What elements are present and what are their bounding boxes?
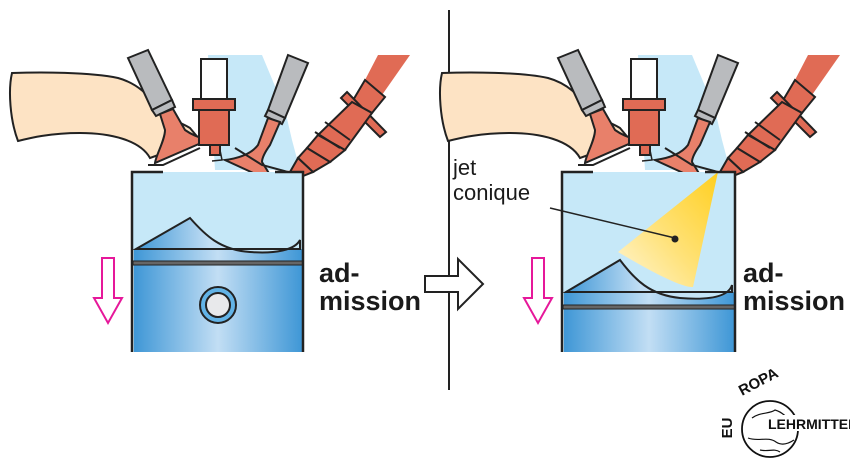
cylinder-head [439, 49, 841, 184]
stroke-label-line1: ad- [743, 258, 784, 288]
left-panel: ad- mission [9, 49, 421, 352]
annotation-dot [671, 235, 679, 243]
stroke-label-line1: ad- [319, 258, 360, 288]
down-arrow-icon [92, 257, 124, 326]
right-arrow-icon [424, 256, 485, 312]
stroke-label-line2: mission [743, 286, 845, 316]
fuel-jet-cone [618, 172, 718, 288]
cylinder-wall [560, 170, 737, 352]
down-arrow-icon [522, 257, 554, 326]
stroke-label-line2: mission [319, 286, 421, 316]
piston [562, 258, 736, 352]
annotation-leader-line [549, 207, 676, 239]
logo-top-text-vertical: EU [719, 418, 736, 439]
logo-top-text: ROPA [736, 365, 781, 400]
piston [132, 216, 304, 352]
publisher-logo: LEHRMITTEL EU ROPA [719, 365, 850, 458]
annotation-label-line1: jet [452, 155, 476, 180]
logo-right-text: LEHRMITTEL [768, 416, 850, 432]
right-panel: jet conique ad- mission [439, 49, 845, 352]
cylinder-wall [130, 170, 305, 352]
cylinder-head [9, 49, 411, 184]
annotation-label-line2: conique [453, 180, 530, 205]
